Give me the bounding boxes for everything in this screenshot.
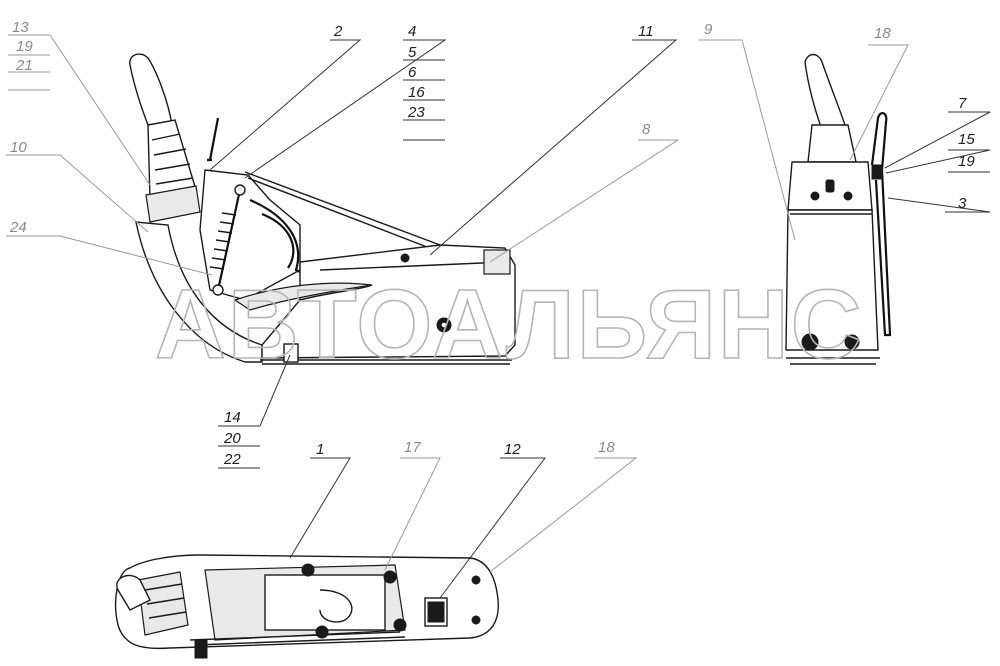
side-spring-strut xyxy=(209,184,246,296)
label-14: 14 xyxy=(224,409,241,426)
top-view xyxy=(115,554,499,659)
label-18-bottom: 18 xyxy=(598,439,615,456)
side-bottom-bolt xyxy=(283,343,299,363)
label-1: 1 xyxy=(316,441,324,458)
label-12: 12 xyxy=(504,441,521,458)
front-knob-left xyxy=(801,333,819,351)
side-joystick-base xyxy=(145,185,201,223)
watermark: АВТОАЛЬЯНС xyxy=(155,269,863,379)
label-16: 16 xyxy=(408,84,425,101)
label-19: 19 xyxy=(16,38,33,55)
label-23: 23 xyxy=(407,104,425,121)
label-4: 4 xyxy=(408,23,416,40)
top-joystick-boot xyxy=(137,571,189,636)
label-22: 22 xyxy=(223,451,241,468)
label-21: 21 xyxy=(15,57,33,74)
side-view xyxy=(129,53,516,365)
label-6: 6 xyxy=(408,64,417,81)
front-knob-right xyxy=(844,334,860,350)
label-2: 2 xyxy=(333,23,343,40)
label-18-top: 18 xyxy=(874,25,891,42)
side-joystick-grip xyxy=(129,53,173,131)
side-end-cap xyxy=(483,249,511,275)
label-19-right: 19 xyxy=(958,153,975,170)
side-small-lever xyxy=(207,117,220,162)
front-side-lever xyxy=(870,112,892,337)
front-joystick-boot xyxy=(807,124,857,163)
callouts: 13 19 21 2 4 5 6 16 23 11 9 18 10 8 7 xyxy=(6,19,991,599)
front-lower-body xyxy=(785,209,879,351)
top-plate xyxy=(264,574,386,631)
top-joystick-grip xyxy=(116,574,151,611)
label-13: 13 xyxy=(12,19,29,36)
label-11: 11 xyxy=(638,23,654,40)
label-3: 3 xyxy=(958,195,967,212)
top-bottom-tab xyxy=(194,639,208,659)
label-15: 15 xyxy=(958,131,975,148)
front-view xyxy=(785,53,892,365)
label-5: 5 xyxy=(408,44,417,61)
label-9: 9 xyxy=(704,21,713,38)
side-base-plate xyxy=(260,359,512,365)
side-armrest-body xyxy=(261,244,516,359)
label-24: 24 xyxy=(9,219,27,236)
side-bolt xyxy=(400,253,410,263)
side-curved-handle xyxy=(249,198,301,273)
label-7: 7 xyxy=(958,95,967,112)
label-20: 20 xyxy=(223,430,241,447)
front-joystick-grip xyxy=(804,53,846,131)
side-top-rail xyxy=(244,171,441,253)
label-17: 17 xyxy=(404,439,421,456)
label-8: 8 xyxy=(642,121,651,138)
side-front-housing xyxy=(135,221,263,363)
label-10: 10 xyxy=(10,139,27,156)
